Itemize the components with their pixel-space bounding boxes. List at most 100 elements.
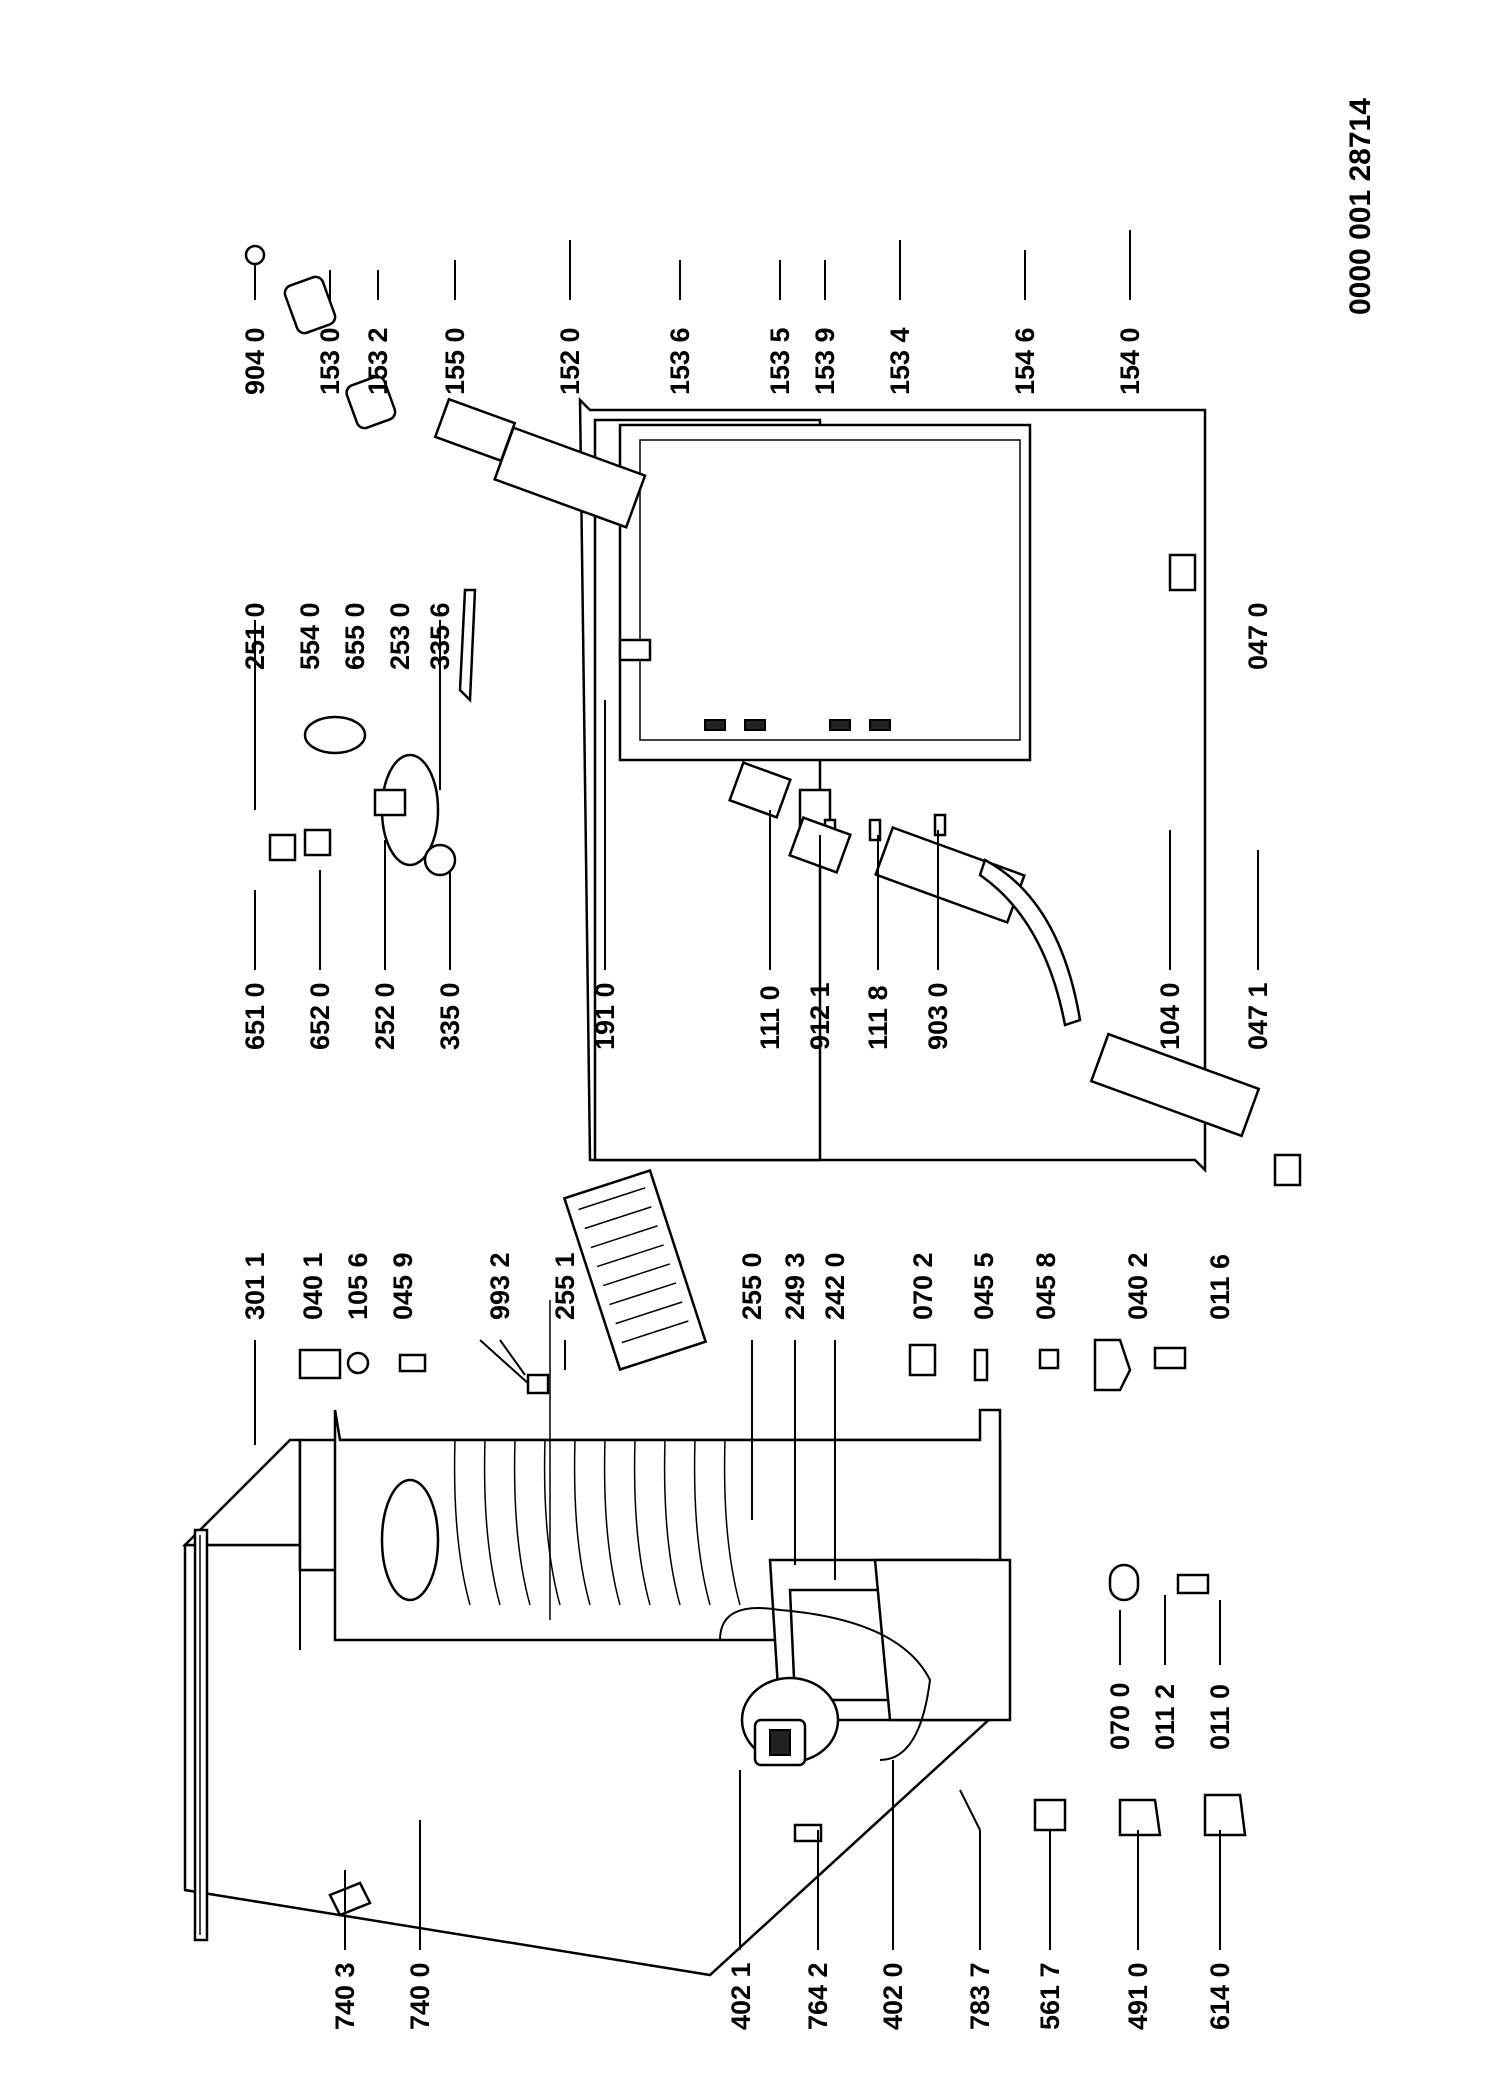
foot	[1153, 1346, 1187, 1370]
label-7403: 740 3	[330, 1962, 360, 2030]
label-2420: 242 0	[820, 1252, 850, 1320]
label-2551: 255 1	[550, 1252, 580, 1320]
pin	[398, 1353, 427, 1373]
label-7400: 740 0	[405, 1962, 435, 2030]
label-0702: 070 2	[908, 1252, 938, 1320]
thermostat-assembly	[268, 715, 457, 877]
cap	[908, 1343, 937, 1377]
label-0700: 070 0	[1105, 1682, 1135, 1750]
bottle-shelf	[1089, 1032, 1261, 1138]
bottom-cover	[873, 1558, 1012, 1722]
door-bin	[728, 761, 792, 819]
label-9121: 912 1	[805, 982, 835, 1050]
label-4020: 402 0	[878, 1962, 908, 2030]
label-1530: 153 0	[315, 327, 345, 395]
screw	[1038, 1348, 1060, 1370]
sensor-wire	[479, 1339, 531, 1386]
label-2520: 252 0	[370, 982, 400, 1050]
label-5617: 561 7	[1035, 1962, 1065, 2030]
label-0110: 011 0	[1205, 1684, 1235, 1750]
motor-protector	[1203, 1793, 1247, 1837]
rack-clip	[618, 638, 652, 662]
shelf-ribs	[453, 1439, 741, 1606]
valve	[1033, 1798, 1067, 1832]
label-6550: 655 0	[340, 602, 370, 670]
label-2493: 249 3	[780, 1252, 810, 1320]
leader-lines	[254, 230, 1259, 1950]
label-0402: 040 2	[1123, 1252, 1153, 1320]
door-liner	[618, 423, 1032, 762]
label-6520: 652 0	[305, 982, 335, 1050]
filter	[793, 1823, 823, 1843]
label-1118: 111 8	[863, 985, 893, 1050]
label-6140: 614 0	[1205, 1962, 1235, 2030]
document-code: 0000 001 28714	[1344, 98, 1377, 315]
label-1040: 104 0	[1155, 982, 1185, 1050]
screw-1118	[868, 818, 882, 842]
thermostat-housing	[380, 1478, 440, 1602]
label-1535: 153 5	[765, 327, 795, 395]
label-9030: 903 0	[923, 982, 953, 1050]
clip	[1118, 1798, 1162, 1837]
label-1532: 153 2	[363, 327, 393, 395]
egg-tray	[433, 397, 517, 463]
label-2510: 251 0	[240, 602, 270, 670]
bottle-retainer	[978, 858, 1082, 1027]
label-1056: 105 6	[343, 1252, 373, 1320]
compressor-outline	[719, 1607, 932, 1761]
door-racks	[244, 244, 1261, 1138]
label-2530: 253 0	[385, 602, 415, 670]
thermostat-knob	[423, 843, 457, 877]
label-0112: 011 2	[1150, 1684, 1180, 1750]
label-4021: 402 1	[726, 1962, 756, 2030]
hinge-lower	[1093, 1338, 1132, 1392]
tube	[959, 1789, 981, 1831]
door-hinge-bottom	[1273, 1153, 1302, 1187]
label-1110: 111 0	[755, 985, 785, 1050]
label-0458: 045 8	[1031, 1252, 1061, 1320]
hinge-cover	[328, 1881, 372, 1917]
label-5540: 554 0	[295, 602, 325, 670]
knob	[373, 788, 407, 817]
lamp-holder	[303, 715, 367, 755]
label-1536: 153 6	[665, 327, 695, 395]
door-drawing	[458, 396, 1207, 1174]
screw	[1176, 1573, 1210, 1595]
bushing	[346, 1351, 370, 1375]
label-9040: 904 0	[240, 327, 270, 395]
cabinet-drawing	[181, 1408, 1012, 1977]
screw-903	[933, 813, 947, 837]
label-1910: 191 0	[590, 982, 620, 1050]
left-small-parts	[298, 1300, 1247, 1917]
label-1540: 154 0	[1115, 327, 1145, 395]
label-3011: 301 1	[240, 1252, 270, 1320]
sensor	[526, 1373, 550, 1395]
label-6510: 651 0	[240, 982, 270, 1050]
label-9932: 993 2	[485, 1252, 515, 1320]
label-4910: 491 0	[1123, 1962, 1153, 2030]
heater-strip	[193, 1528, 209, 1942]
cap-round	[1108, 1563, 1140, 1602]
screw	[973, 1348, 989, 1382]
label-1550: 155 0	[440, 327, 470, 395]
label-0455: 045 5	[969, 1252, 999, 1320]
label-1546: 154 6	[1010, 327, 1040, 395]
label-1534: 153 4	[885, 327, 915, 395]
door-hinge-top	[1168, 553, 1197, 592]
label-0471: 047 1	[1243, 982, 1273, 1050]
gasket	[458, 588, 477, 703]
wire-shelf	[562, 1168, 708, 1372]
label-3350: 335 0	[435, 982, 465, 1050]
label-2550: 255 0	[737, 1252, 767, 1320]
hinge-bracket	[298, 1348, 342, 1380]
label-1539: 153 9	[810, 327, 840, 395]
switch	[303, 828, 332, 857]
label-7642: 764 2	[803, 1962, 833, 2030]
bulb	[268, 833, 297, 862]
label-1520: 152 0	[555, 327, 585, 395]
label-7837: 783 7	[965, 1962, 995, 2030]
butter-lid	[283, 275, 337, 335]
label-0401: 040 1	[298, 1252, 328, 1320]
